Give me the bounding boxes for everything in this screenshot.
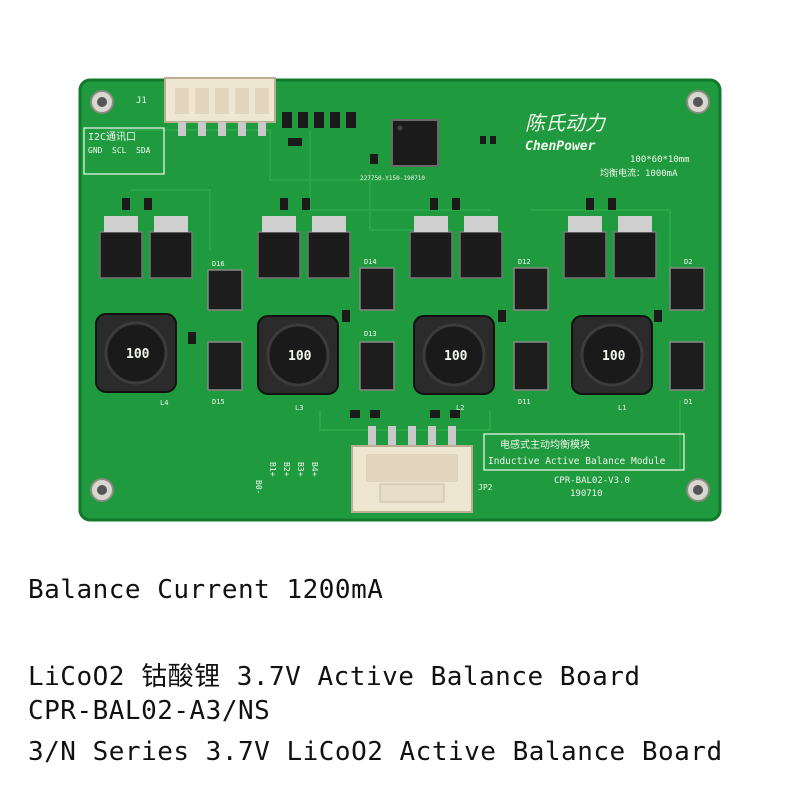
- pcb-substrate: [80, 80, 720, 520]
- module-en: Inductive Active Balance Module: [488, 456, 666, 467]
- pcb-board: J1 I2C通讯口 GND SCL SDA 陈氏动力 ChenPower 100…: [70, 70, 730, 540]
- i2c-pin-scl: SCL: [112, 146, 127, 155]
- diode-d15: D15: [212, 398, 225, 406]
- pcb-board-graphic: J1 I2C通讯口 GND SCL SDA 陈氏动力 ChenPower 100…: [78, 77, 722, 522]
- diode-d13: D13: [364, 330, 377, 338]
- inductor-l4-ref: L4: [160, 399, 168, 407]
- inductor-l2-mark: 100: [444, 349, 468, 364]
- diode-d11: D11: [518, 398, 531, 406]
- board-model: CPR-BAL02-V3.0: [554, 476, 630, 486]
- inductor-l3: 100 L3: [257, 315, 339, 412]
- caption-board-title: LiCoO2 钴酸锂 3.7V Active Balance Board: [28, 662, 641, 692]
- diode-d14: D14: [364, 258, 377, 266]
- pin-b3: B3+: [296, 462, 305, 477]
- inductor-l2-ref: L2: [456, 404, 464, 412]
- brand-logo: ChenPower: [525, 139, 596, 154]
- inductor-l4-mark: 100: [126, 347, 150, 362]
- diode-d1: D1: [684, 398, 692, 406]
- brand-script: 陈氏动力: [525, 111, 607, 135]
- jp2-label: JP2: [478, 483, 493, 492]
- pin-b2: B2+: [282, 462, 291, 477]
- i2c-pin-sda: SDA: [136, 146, 151, 155]
- inductor-l1-ref: L1: [618, 404, 626, 412]
- inductor-l4: 100 L4: [95, 313, 177, 407]
- module-label: 电感式主动均衡模块 Inductive Active Balance Modul…: [483, 433, 685, 499]
- mounting-holes: [90, 90, 710, 502]
- caption-model-number: CPR-BAL02-A3/NS: [28, 696, 271, 726]
- diode-d16: D16: [212, 260, 225, 268]
- diode-d2: D2: [684, 258, 692, 266]
- inductor-l3-ref: L3: [295, 404, 303, 412]
- connector-j1: J1: [136, 77, 276, 136]
- mosfets: [99, 216, 657, 279]
- inductors: 100 L4 100 L3 100 L2 100 L1: [95, 313, 653, 412]
- module-cn: 电感式主动均衡模块: [500, 438, 590, 451]
- battery-pins: B0- B1+ B2+ B3+ B4+: [254, 462, 319, 494]
- current-label: 均衡电流：1000mA: [600, 167, 678, 179]
- pin-b1: B1+: [268, 462, 277, 477]
- inductor-l1: 100 L1: [571, 315, 653, 412]
- diode-d12: D12: [518, 258, 531, 266]
- i2c-port: I2C通讯口 GND SCL SDA: [83, 127, 165, 175]
- j1-label: J1: [136, 96, 147, 106]
- inductor-l1-mark: 100: [602, 349, 626, 364]
- board-date: 190710: [570, 489, 603, 499]
- inductor-l2: 100 L2: [413, 315, 495, 412]
- caption-series-description: 3/N Series 3.7V LiCoO2 Active Balance Bo…: [28, 737, 723, 767]
- diodes: D16 D15 D14 D13 D12 D11 D2 D1: [207, 258, 705, 406]
- size-label: 100*60*10mm: [630, 155, 690, 165]
- pin-b0: B0-: [254, 480, 263, 494]
- inductor-l3-mark: 100: [288, 349, 312, 364]
- i2c-pin-gnd: GND: [88, 146, 103, 155]
- smd-row-top: [282, 112, 356, 128]
- caption-balance-current: Balance Current 1200mA: [28, 575, 384, 605]
- i2c-label: I2C通讯口: [88, 131, 136, 143]
- ic-u1: [391, 119, 439, 167]
- connector-jp2: JP2: [351, 426, 493, 513]
- pin-b4: B4+: [310, 462, 319, 477]
- smd-scattered: [122, 136, 662, 418]
- pcb-code: 227750-Y150-190710: [360, 175, 425, 182]
